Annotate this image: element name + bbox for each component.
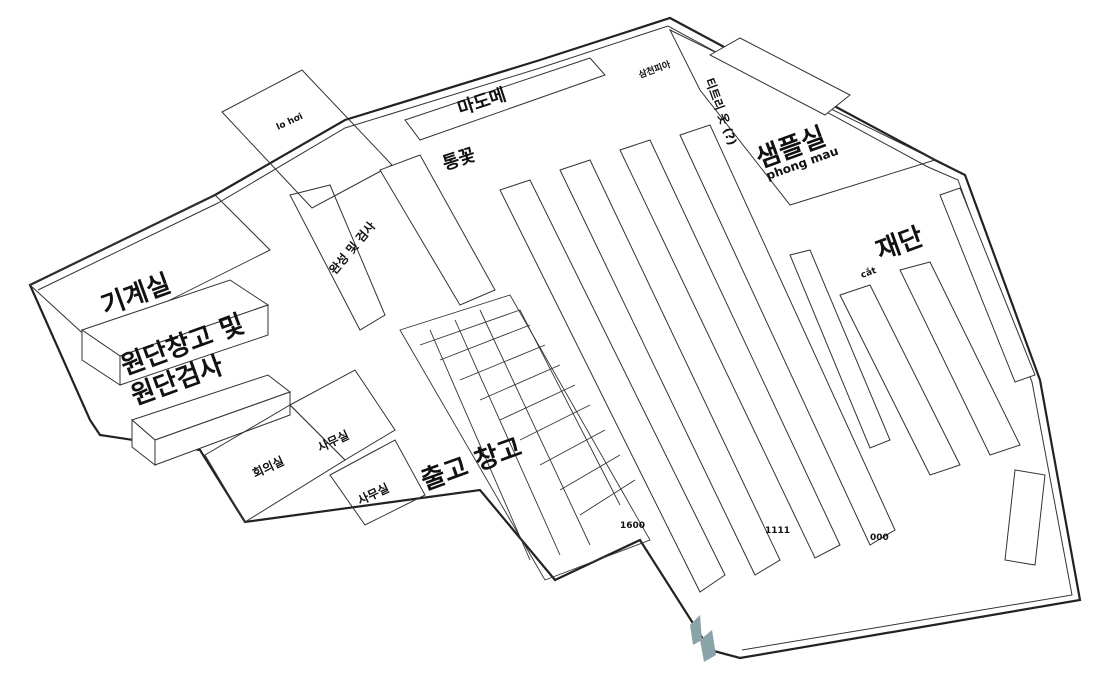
label-finishing: 완성 및 검사 (326, 219, 378, 277)
office-1 (289, 369, 396, 461)
label-top: 통꽃 (440, 145, 478, 175)
boiler-room (221, 69, 393, 209)
label-shipping: 출고 창고 (417, 433, 526, 497)
label-line-2: 1111 (765, 526, 790, 536)
label-office-1: 사무실 (315, 427, 351, 455)
finishing-rack (379, 154, 496, 306)
fabric-racks (80, 279, 292, 467)
label-cutting: 재단 (872, 222, 927, 267)
building-outline (28, 16, 1082, 660)
office-2 (329, 439, 426, 526)
label-small-top: 삼천피아 (637, 58, 673, 81)
finishing-table (289, 184, 386, 331)
sample-counter (708, 37, 851, 116)
cutting-tables (789, 187, 1046, 566)
shipping-racks (399, 294, 651, 581)
door-2 (690, 615, 702, 645)
sample-room (668, 28, 937, 206)
label-line-3: 000 (870, 533, 889, 543)
label-line-1: 1600 (620, 521, 645, 531)
door-1 (700, 630, 716, 662)
machine-room (29, 194, 271, 341)
embroidery-counter (404, 57, 606, 141)
label-cat: cắt (859, 265, 878, 281)
sewing-lines (499, 124, 896, 593)
label-lo-hoi: lo hơi (275, 112, 305, 133)
label-meeting-room: 회의실 (250, 453, 286, 481)
